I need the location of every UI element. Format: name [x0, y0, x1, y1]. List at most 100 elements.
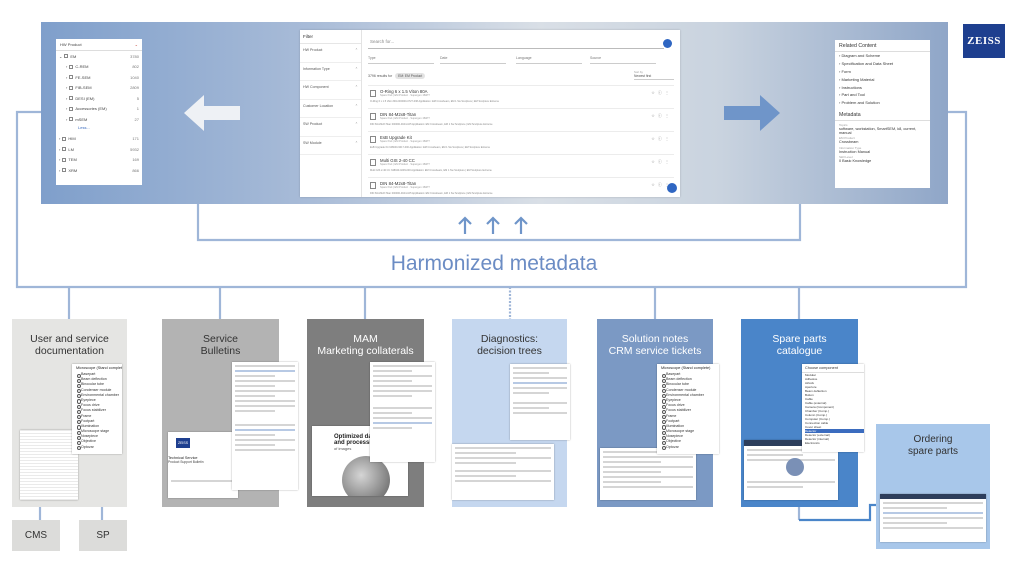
card-title[interactable]: EsB Upgrade Kit: [380, 135, 412, 140]
metadata-title: Metadata: [835, 106, 930, 122]
result-card[interactable]: DIN 84-M2x8-Titan Spare Part | EM Produc…: [368, 108, 674, 129]
tree-item: Nosepiece: [657, 434, 719, 441]
dropdown-option[interactable]: Cable: [805, 397, 813, 401]
facet-header[interactable]: HW Product ⌄: [56, 39, 142, 51]
less-link[interactable]: Less...: [78, 124, 90, 130]
filter-chip[interactable]: EM: EM Product: [395, 73, 426, 79]
dropdown-option[interactable]: Chamber (Comp.): [805, 409, 830, 413]
related-item[interactable]: › Marketing Material: [839, 76, 875, 82]
checkbox[interactable]: [62, 147, 67, 152]
dropdown-option[interactable]: Modular: [805, 373, 816, 377]
checkbox[interactable]: [69, 106, 74, 111]
related-item[interactable]: › Diagram and Scheme: [839, 53, 881, 59]
tree-item: Nosepiece: [72, 434, 122, 441]
filter-label: Information Type: [303, 66, 330, 71]
tree-item: Basepart: [72, 372, 122, 378]
chevron-down-icon[interactable]: ⌄: [134, 42, 138, 47]
related-item[interactable]: › Specification and Data Sheet: [839, 61, 894, 67]
card-title[interactable]: Multi GIS 2-40 CC: [380, 158, 415, 163]
checkbox[interactable]: [69, 75, 74, 80]
facet-row[interactable]: ›Accessories (EM)1: [66, 106, 139, 112]
checkbox[interactable]: [69, 64, 74, 69]
card-actions-icon[interactable]: ☆ ⓘ ⋮: [651, 136, 670, 141]
dropdown-title[interactable]: Choose component: [802, 364, 864, 373]
checkbox[interactable]: [69, 85, 74, 90]
dropdown-option[interactable]: Aperture: [805, 385, 817, 389]
card-actions-icon[interactable]: ☆ ⓘ ⋮: [651, 159, 670, 164]
filter-item[interactable]: HW Component⌃: [300, 81, 361, 100]
related-item[interactable]: › Form: [839, 68, 851, 74]
dropdown-option[interactable]: Detector: [805, 429, 864, 433]
component-dropdown-screenshot[interactable]: Choose component Modular Adhesive Airloc…: [802, 364, 864, 452]
dropdown-option[interactable]: Adhesive: [805, 377, 818, 381]
facet-screenshot: [370, 362, 435, 462]
card-subtitle: Spare Part | EM Product · Supergen 15kPT: [380, 186, 430, 189]
metadata-value: Instruction Manual: [839, 149, 871, 154]
checkbox[interactable]: [69, 96, 74, 101]
checkbox[interactable]: [64, 54, 69, 59]
related-item[interactable]: › Instructions: [839, 84, 862, 90]
document-icon: [370, 113, 376, 120]
tree-item: Objective: [72, 439, 122, 446]
mam-subtitle: of images: [334, 446, 352, 451]
related-item[interactable]: › Problem and Solution: [839, 100, 880, 106]
tree-item: Focus drive: [657, 403, 719, 410]
related-item[interactable]: › Part and Tool: [839, 92, 865, 98]
result-card[interactable]: DIN 84-M2x8-Titan Spare Part | EM Produc…: [368, 177, 674, 198]
language-dropdown[interactable]: Language: [516, 56, 582, 64]
search-input[interactable]: Search for...: [368, 39, 664, 49]
type-dropdown[interactable]: Type: [368, 56, 434, 64]
card-title[interactable]: DIN 84-M2x8-Titan: [380, 112, 417, 117]
facet-label: HIM: [68, 136, 76, 142]
dropdown-option[interactable]: Beam deflection: [805, 389, 827, 393]
scroll-top-button[interactable]: [667, 183, 677, 193]
dropdown-option[interactable]: Column (Comp.): [805, 413, 828, 417]
card-actions-icon[interactable]: ☆ ⓘ ⋮: [651, 182, 670, 187]
checkbox[interactable]: [69, 117, 74, 122]
checkbox[interactable]: [62, 157, 67, 162]
dropdown-option[interactable]: Cover sheet: [805, 425, 822, 429]
source-dropdown[interactable]: Source: [590, 56, 656, 64]
dropdown-option[interactable]: Button: [805, 393, 814, 397]
sample-image: [342, 456, 390, 496]
card-actions-icon[interactable]: ☆ ⓘ ⋮: [651, 113, 670, 118]
filter-item[interactable]: Customer Location⌃: [300, 100, 361, 118]
facet-count: 3780: [130, 53, 139, 59]
dropdown-option[interactable]: Detector (external): [805, 433, 830, 437]
facet-row[interactable]: ›DESI (EM)5: [66, 95, 139, 101]
dropdown-option[interactable]: Computer (Comp.): [805, 417, 830, 421]
search-icon[interactable]: [663, 39, 672, 48]
filter-item[interactable]: SW Product⌃: [300, 118, 361, 137]
card-actions-icon[interactable]: ☆ ⓘ ⋮: [651, 90, 670, 95]
dropdown-option[interactable]: Camera (Component): [805, 405, 835, 409]
dropdown-option[interactable]: Airlock: [805, 381, 815, 385]
card-title[interactable]: DIN 84-M2x8-Titan: [380, 181, 417, 186]
checkbox[interactable]: [62, 168, 67, 173]
filter-item[interactable]: Information Type⌃: [300, 63, 361, 81]
card-title[interactable]: O-Ring 6 x 1.5 Viton 80A: [380, 89, 428, 94]
result-card[interactable]: EsB Upgrade Kit Spare Part | EM Product …: [368, 131, 674, 152]
checkbox[interactable]: [62, 136, 67, 141]
filter-item[interactable]: SW Module⌃: [300, 137, 361, 155]
box-title-line2: catalogue: [776, 345, 823, 357]
dropdown-option[interactable]: Detector (internal): [805, 437, 830, 441]
result-card[interactable]: Multi GIS 2-40 CC Spare Part | EM Produc…: [368, 154, 674, 175]
filter-item[interactable]: HW Product⌃: [300, 44, 361, 63]
dropdown-option[interactable]: Connection cable: [805, 421, 829, 425]
box-title-line2: spare parts: [907, 446, 959, 457]
dropdown-option[interactable]: Cable (external): [805, 401, 827, 405]
dropdown-option[interactable]: Electronics: [805, 441, 820, 445]
sort-select[interactable]: Sort by Newest first: [634, 70, 674, 80]
date-dropdown[interactable]: Date: [440, 56, 506, 64]
result-card[interactable]: O-Ring 6 x 1.5 Viton 80A Spare Part | EM…: [368, 85, 674, 106]
card-description: Multi GIS 2-40 CC 348040-0209-000 Applik…: [370, 169, 492, 172]
